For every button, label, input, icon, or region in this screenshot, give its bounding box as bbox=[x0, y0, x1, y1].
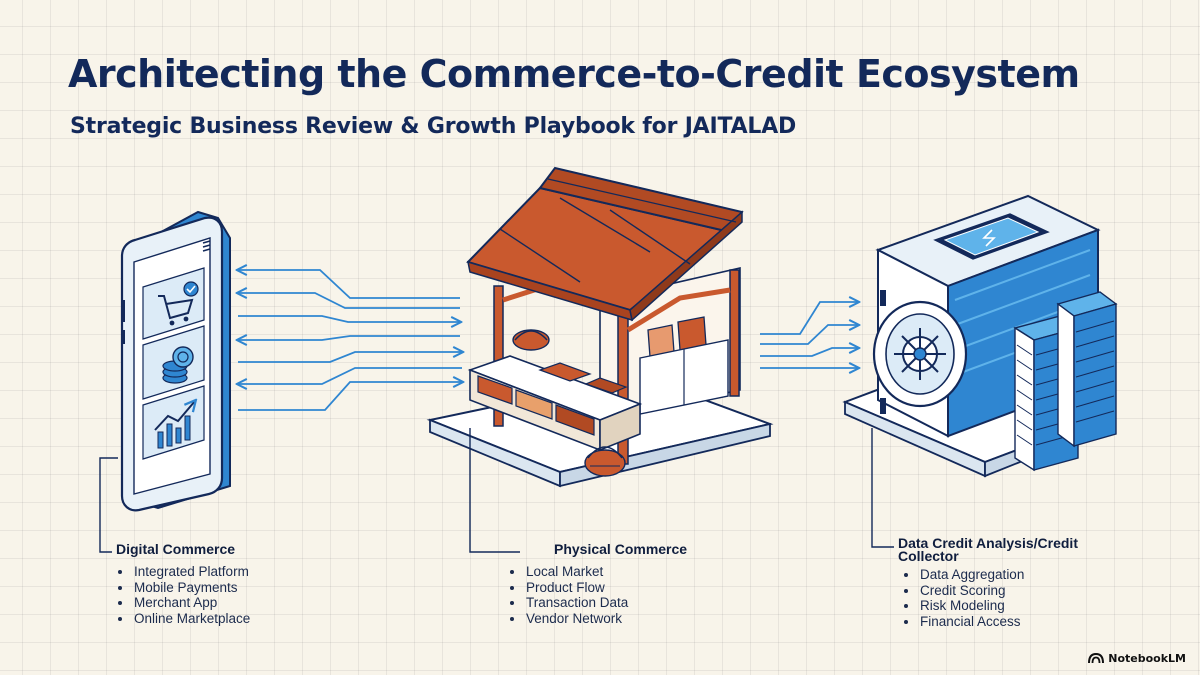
list-item: Risk Modeling bbox=[902, 598, 1078, 614]
list-item: Transaction Data bbox=[508, 595, 687, 611]
list-item: Vendor Network bbox=[508, 611, 687, 627]
notebooklm-logo-text: NotebookLM bbox=[1108, 652, 1186, 665]
page-subtitle: Strategic Business Review & Growth Playb… bbox=[70, 114, 797, 139]
digital-commerce-list: Integrated Platform Mobile Payments Merc… bbox=[116, 564, 250, 626]
market-stall-icon bbox=[426, 166, 774, 488]
list-item: Credit Scoring bbox=[902, 583, 1078, 599]
notebooklm-logo-icon bbox=[1088, 653, 1105, 664]
physical-commerce-block: Physical Commerce Local Market Product F… bbox=[508, 541, 688, 626]
credit-collector-title: Data Credit Analysis/Credit Collector bbox=[898, 535, 1078, 564]
vault-server-icon bbox=[842, 194, 1118, 478]
list-item: Financial Access bbox=[902, 614, 1078, 630]
list-item: Local Market bbox=[508, 564, 687, 580]
notebooklm-logo: NotebookLM bbox=[1088, 652, 1186, 665]
list-item: Product Flow bbox=[508, 580, 687, 596]
smartphone-icon bbox=[120, 210, 231, 512]
list-item: Online Marketplace bbox=[116, 611, 250, 627]
list-item: Integrated Platform bbox=[116, 564, 250, 580]
physical-commerce-title: Physical Commerce bbox=[554, 541, 688, 557]
leader-lines bbox=[99, 428, 894, 553]
digital-commerce-title: Digital Commerce bbox=[116, 541, 236, 557]
data-arrows bbox=[760, 302, 858, 368]
page-title: Architecting the Commerce-to-Credit Ecos… bbox=[68, 52, 1080, 96]
list-item: Mobile Payments bbox=[116, 580, 250, 596]
commerce-arrows bbox=[238, 270, 462, 411]
physical-commerce-list: Local Market Product Flow Transaction Da… bbox=[508, 564, 687, 626]
credit-collector-title-line2: Collector bbox=[898, 548, 959, 564]
list-item: Merchant App bbox=[116, 595, 250, 611]
credit-collector-list: Data Aggregation Credit Scoring Risk Mod… bbox=[898, 567, 1078, 629]
credit-collector-title-line1: Data Credit Analysis/Credit bbox=[898, 535, 1078, 551]
digital-commerce-block: Digital Commerce Integrated Platform Mob… bbox=[116, 541, 250, 626]
list-item: Data Aggregation bbox=[902, 567, 1078, 583]
credit-collector-block: Data Credit Analysis/Credit Collector Da… bbox=[898, 535, 1078, 629]
